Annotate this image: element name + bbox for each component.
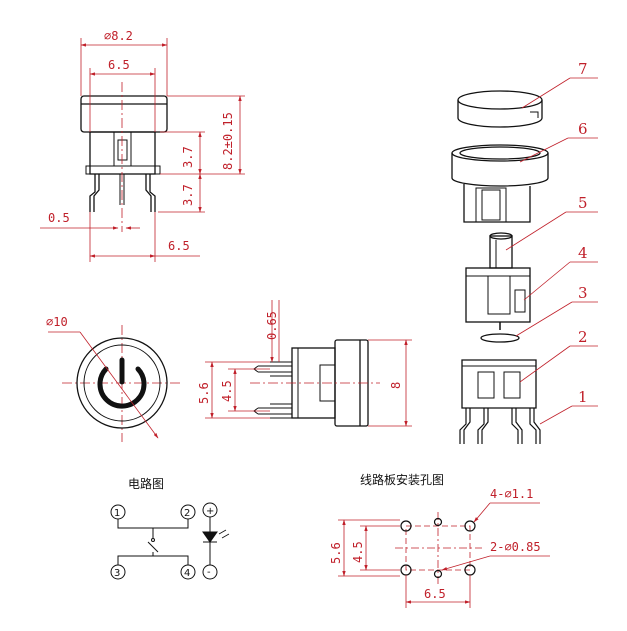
part-label-2: 2: [578, 328, 588, 346]
mount-hole: [400, 520, 412, 532]
pcb-layout: [395, 512, 482, 584]
dim-cap-diameter: ⌀10: [46, 315, 68, 329]
dim-pin-width: 0.5: [48, 211, 70, 225]
part-label-5: 5: [578, 194, 588, 212]
led-icon: [202, 531, 218, 543]
dim-body-width: 6.5: [108, 58, 130, 72]
terminal-2-label: 2: [184, 508, 190, 519]
part-5-stem: [489, 232, 513, 269]
led-plus-label: +: [206, 506, 214, 517]
cap-inner-circle: [83, 344, 161, 422]
power-icon: [97, 366, 147, 409]
terminal-3-label: 3: [114, 568, 120, 579]
part-label-1: 1: [578, 388, 588, 406]
part-2-base: [461, 359, 537, 409]
part-3-ring: [480, 333, 520, 343]
dim-lower-height: 3.7: [181, 184, 195, 206]
circuit-title: 电路图: [128, 476, 164, 491]
top-view: [48, 325, 182, 442]
dim-body-size: 8: [389, 382, 403, 389]
dim-pcb-horizontal: 6.5: [424, 587, 446, 601]
part-label-3: 3: [578, 284, 588, 302]
front-left-leg: [89, 174, 100, 212]
dim-pcb-inner-pitch: 4.5: [351, 541, 365, 563]
dim-lead: 0.65: [265, 311, 279, 340]
dim-total-height: 8.2±0.15: [221, 112, 235, 170]
exploded-view: [451, 90, 549, 444]
front-view: [80, 95, 168, 212]
dim-pin-pitch: 6.5: [168, 239, 190, 253]
part-leaders: [505, 77, 598, 425]
dim-inner-pitch: 4.5: [220, 380, 234, 402]
dim-large-holes: 4-⌀1.1: [490, 487, 533, 501]
mount-hole: [464, 520, 476, 532]
pcb-title: 线路板安装孔图: [360, 472, 444, 487]
front-body: [89, 131, 156, 175]
part-6-housing: [451, 144, 549, 223]
side-dimensions: [205, 300, 412, 427]
part-4-block: [465, 267, 531, 330]
part-1-terminals: [459, 408, 541, 444]
front-cap: [80, 95, 168, 133]
dim-outer-pitch: 5.6: [197, 382, 211, 404]
switch-contact: [147, 541, 159, 553]
pcb-dimensions: [338, 502, 550, 608]
dim-upper-height: 3.7: [181, 146, 195, 168]
terminal-4-label: 4: [184, 568, 190, 579]
cap-outer-circle: [76, 337, 168, 429]
led-hole: [433, 569, 443, 579]
part-label-4: 4: [578, 244, 588, 262]
circuit-diagram: [110, 502, 230, 580]
terminal-1-label: 1: [114, 508, 120, 519]
led-hole: [433, 517, 443, 527]
part-label-7: 7: [578, 60, 588, 78]
dim-small-holes: 2-⌀0.85: [490, 540, 541, 554]
front-right-leg: [145, 174, 156, 212]
part-label-6: 6: [578, 120, 588, 138]
dim-outer-diameter: ⌀8.2: [104, 29, 133, 43]
led-minus-label: -: [207, 567, 211, 578]
part-7-cap: [457, 90, 543, 128]
dim-pcb-outer-pitch: 5.6: [329, 542, 343, 564]
front-dimensions: [40, 38, 245, 262]
